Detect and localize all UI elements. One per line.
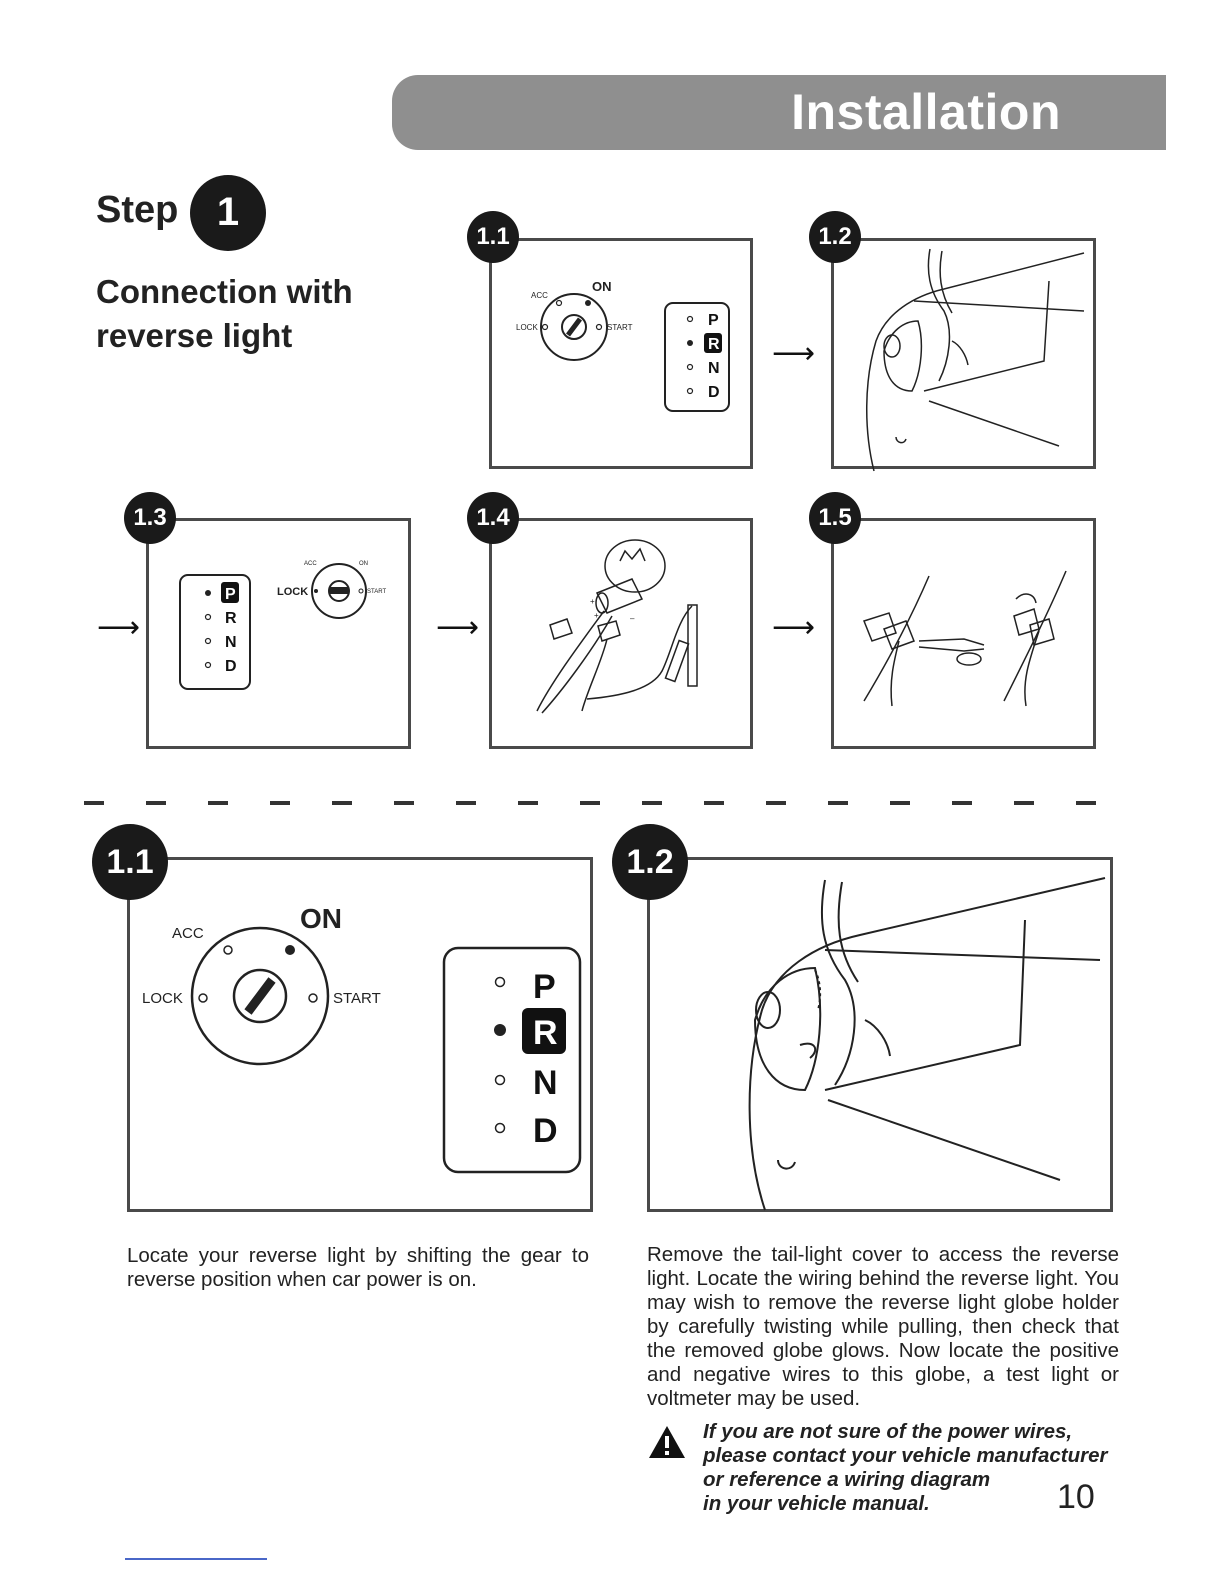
ignition-start-label: START [333, 990, 381, 1007]
ignition-acc-label: ACC [304, 561, 317, 567]
ignition-acc-label: ACC [172, 925, 204, 942]
arrow-right-icon: ⟶ [436, 611, 480, 644]
arrow-right-icon: ⟶ [97, 611, 141, 644]
warning-line2: please contact your vehicle manufacturer [703, 1444, 1108, 1467]
svg-text:–: – [630, 614, 635, 623]
ignition-on-label: ON [359, 561, 368, 567]
trunk-taillight-illustration-small [866, 248, 1085, 472]
ignition-acc-label: ACC [531, 291, 548, 300]
step-subtitle: Connection with reverse light [96, 270, 396, 358]
globe-wiring-illustration-small: + + – [536, 539, 698, 714]
gear-r: R [533, 1014, 558, 1052]
trunk-taillight-illustration-large [748, 877, 1106, 1211]
arrow-right-icon: ⟶ [772, 611, 816, 644]
warning-line4: in your vehicle manual. [703, 1492, 930, 1515]
ignition-on-label: ON [300, 903, 342, 934]
step-subtitle-line2: reverse light [96, 317, 293, 354]
ignition-start-label: START [607, 323, 633, 332]
step-number-badge: 1 [190, 175, 266, 251]
overview-frame-1-5 [831, 518, 1096, 749]
overview-frame-1-4: + + – [489, 518, 753, 749]
arrow-right-icon: ⟶ [772, 337, 816, 370]
gear-r: R [708, 336, 720, 353]
overview-frame-1-2 [831, 238, 1096, 472]
footer-rule [125, 1558, 267, 1560]
ignition-gear-illustration-small: ACC ON LOCK START P R N D [516, 279, 730, 412]
gear-p: P [533, 968, 556, 1006]
splice-connector-illustration-small [863, 570, 1067, 707]
detail-text-1-1: Locate your reverse light by shifting th… [127, 1244, 589, 1291]
ignition-lock-label: LOCK [142, 990, 183, 1007]
ignition-start-label: START [367, 589, 386, 595]
overview-badge-1-4: 1.4 [467, 492, 519, 544]
dashed-divider [84, 801, 1129, 805]
ignition-on-label: ON [592, 279, 612, 294]
gear-p: P [225, 586, 236, 603]
gear-n: N [708, 360, 720, 377]
warning-text: If you are not sure of the power wires, … [703, 1420, 1125, 1516]
gear-ignition-illustration-small: P R N D ACC ON LOCK START [179, 561, 386, 690]
overview-frame-1-3: P R N D ACC ON LOCK START [146, 518, 411, 749]
detail-frame-1-2 [647, 857, 1113, 1212]
overview-badge-1-3: 1.3 [124, 492, 176, 544]
gear-r: R [225, 610, 237, 627]
overview-badge-1-2: 1.2 [809, 211, 861, 263]
page-number: 10 [1057, 1478, 1095, 1516]
gear-d: D [225, 658, 237, 675]
gear-p: P [708, 312, 719, 329]
detail-text-1-2: Remove the tail-light cover to access th… [647, 1243, 1119, 1410]
svg-text:+: + [590, 597, 595, 606]
step-subtitle-line1: Connection with [96, 273, 353, 310]
gear-n: N [225, 634, 237, 651]
detail-badge-1-1: 1.1 [92, 824, 168, 900]
gear-n: N [533, 1064, 558, 1102]
ignition-gear-illustration-large: ACC ON LOCK START P R N D [142, 903, 582, 1174]
ignition-lock-label: LOCK [277, 586, 308, 598]
overview-badge-1-1: 1.1 [467, 211, 519, 263]
ignition-lock-label: LOCK [516, 323, 538, 332]
overview-frame-1-1: ACC ON LOCK START P R N D [489, 238, 753, 469]
overview-badge-1-5: 1.5 [809, 492, 861, 544]
detail-badge-1-2: 1.2 [612, 824, 688, 900]
warning-line1: If you are not sure of the power wires, [703, 1420, 1073, 1443]
svg-text:+: + [594, 611, 599, 620]
warning-line3: or reference a wiring diagram [703, 1468, 991, 1491]
gear-d: D [708, 384, 720, 401]
header-banner: Installation [392, 75, 1166, 150]
page-title: Installation [791, 84, 1061, 140]
step-label: Step [96, 189, 179, 231]
warning-triangle-icon [649, 1426, 685, 1458]
gear-d: D [533, 1112, 558, 1150]
detail-frame-1-1: ACC ON LOCK START P R N D [127, 857, 593, 1212]
